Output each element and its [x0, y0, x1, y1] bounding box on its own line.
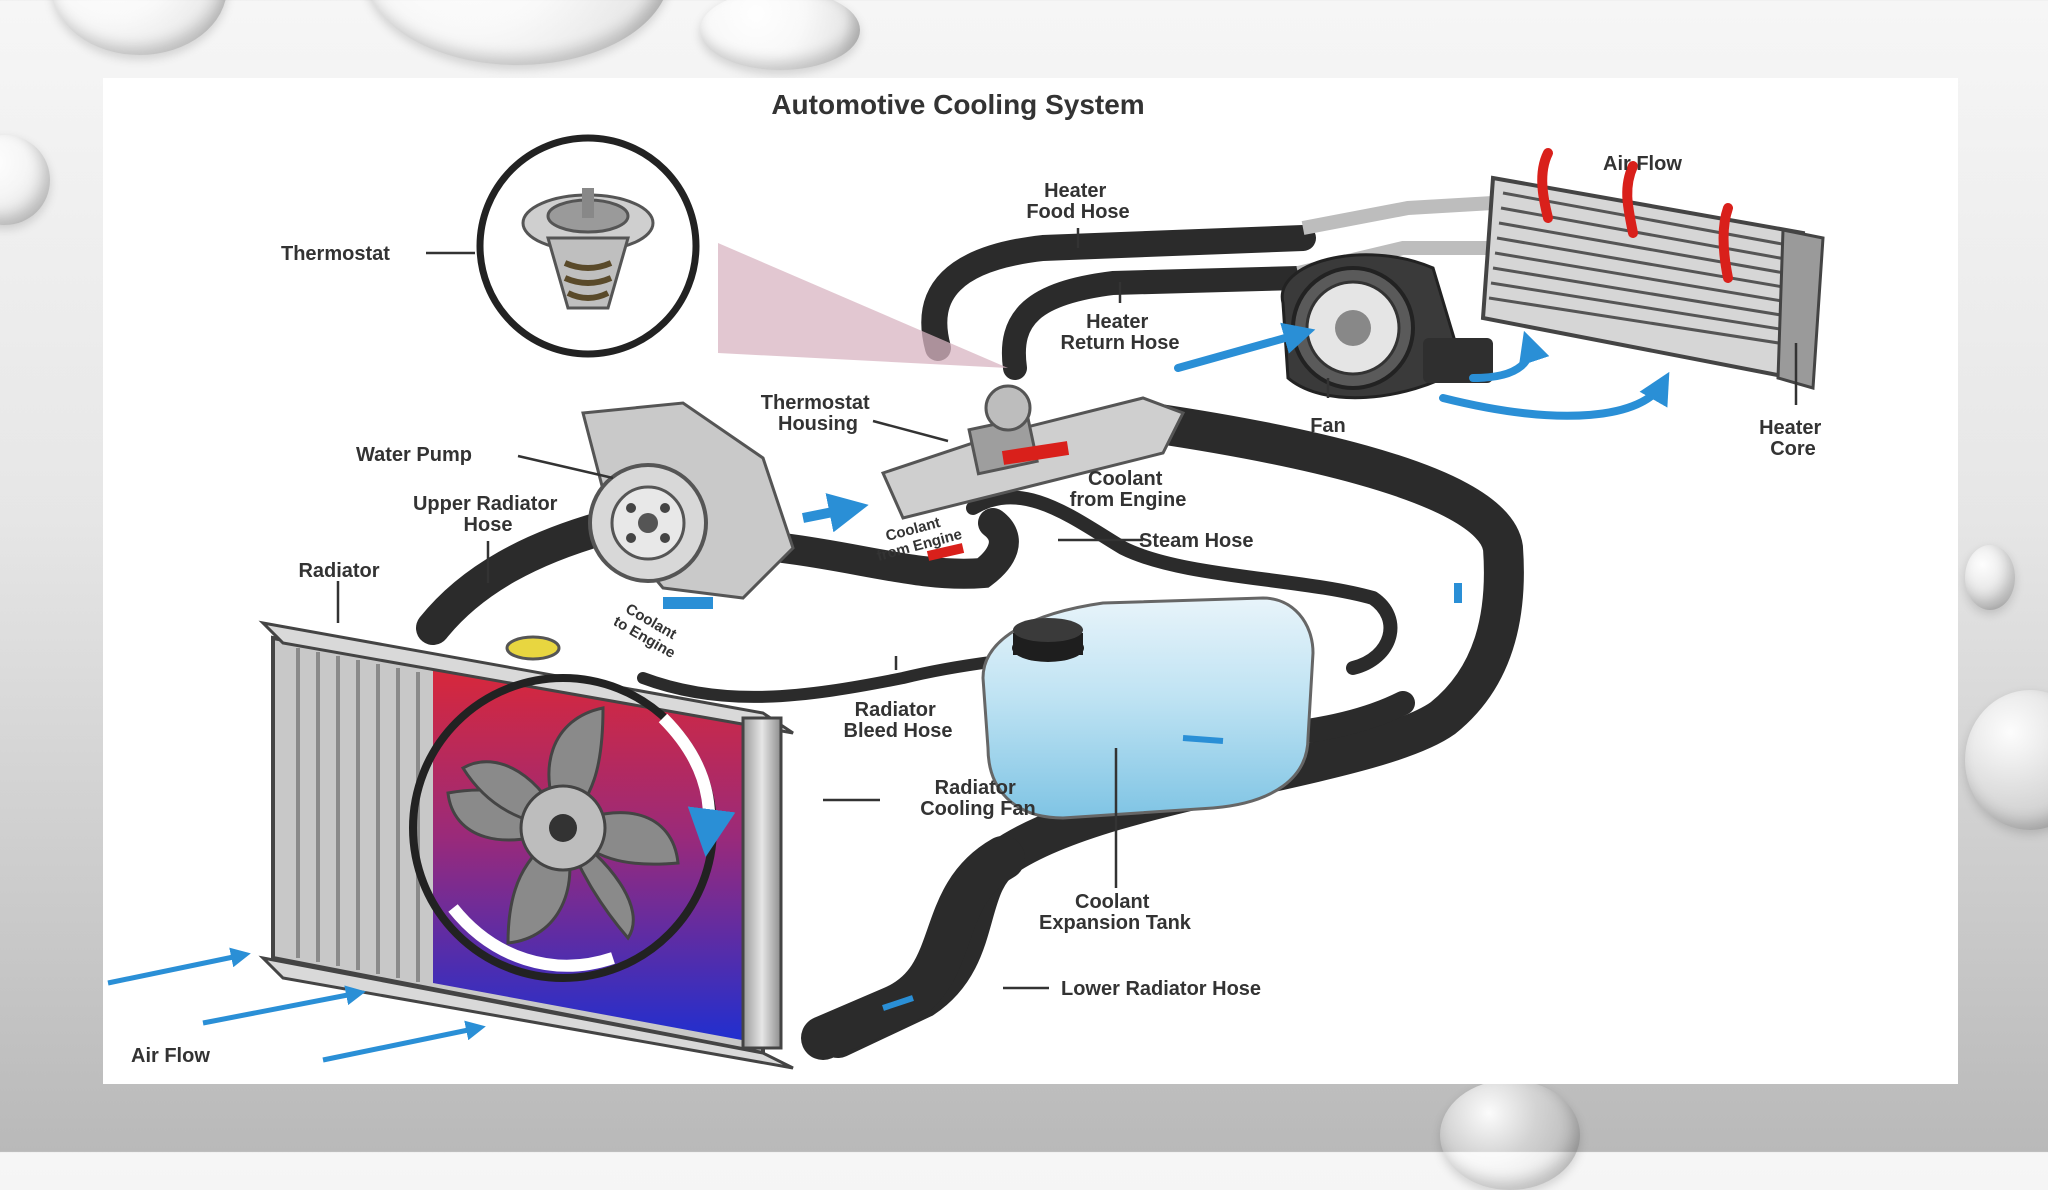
heater-airflow-arrows	[1174, 322, 1670, 420]
label-line: Return Hose	[1061, 332, 1180, 354]
label-line: Thermostat	[761, 392, 870, 414]
label-line: Heater	[1759, 417, 1821, 439]
coolant-expansion-tank	[981, 596, 1315, 820]
label-line: from Engine	[1070, 489, 1187, 511]
decorative-bubble	[1965, 690, 2048, 830]
decorative-bubble	[0, 135, 50, 225]
leader-lines	[336, 228, 1798, 990]
label-line: Upper Radiator	[413, 493, 558, 515]
decorative-bubble	[52, 0, 227, 55]
label-lower-radiator-hose: Lower Radiator Hose	[1061, 978, 1261, 1000]
label-water-pump: Water Pump	[356, 444, 472, 466]
water-pump	[581, 401, 795, 600]
heater-feed-hose	[921, 225, 1316, 361]
coolant-flow-arrows	[663, 441, 1462, 1011]
label-radiator: Radiator	[298, 560, 379, 582]
label-heater-core: Heater Core	[1759, 417, 1827, 460]
label-thermostat: Thermostat	[281, 243, 390, 265]
decorative-bubble	[1965, 545, 2015, 610]
label-fan: Fan	[1310, 415, 1346, 437]
label-heater-return-hose: Heater Return Hose	[1061, 311, 1180, 354]
label-radiator-cooling-fan: Radiator Cooling Fan	[920, 777, 1036, 820]
label-heater-feed-hose: Heater Food Hose	[1026, 180, 1129, 223]
label-line: Cooling Fan	[920, 798, 1036, 820]
thermostat-icon	[521, 188, 655, 310]
label-radiator-bleed-hose: Radiator Bleed Hose	[844, 699, 953, 742]
decorative-bubble	[365, 0, 670, 65]
diagram-title: Automotive Cooling System	[771, 89, 1144, 120]
heater-blower-fan	[1280, 253, 1493, 400]
heater-pipe	[1301, 196, 1494, 235]
radiator-cooling-fan	[409, 674, 736, 982]
decorative-bubble	[1440, 1080, 1580, 1190]
label-line: Bleed Hose	[844, 720, 953, 742]
label-steam-hose: Steam Hose	[1139, 530, 1254, 552]
cooling-system-diagram: Automotive Cooling System	[107, 89, 1827, 1070]
steam-hose	[966, 490, 1398, 675]
label-line: Housing	[778, 413, 858, 435]
thermostat-callout-cone	[718, 243, 1008, 368]
label-coolant-from-engine: Coolant from Engine	[1070, 468, 1187, 511]
label-line: Radiator	[935, 777, 1016, 799]
heater-return-hose	[1001, 266, 1310, 380]
label-upper-radiator-hose: Upper Radiator Hose	[413, 493, 563, 536]
decorative-bubble	[700, 0, 860, 70]
label-line: Core	[1770, 438, 1816, 460]
label-air-flow-bottom: Air Flow	[131, 1045, 210, 1067]
label-coolant-expansion-tank: Coolant Expansion Tank	[1039, 891, 1192, 934]
label-line: Coolant	[1075, 891, 1150, 913]
label-line: Heater	[1086, 311, 1148, 333]
heater-core	[1480, 175, 1825, 390]
label-air-flow-top: Air Flow	[1603, 153, 1682, 175]
air-flow-arrows-bottom	[107, 947, 486, 1063]
label-line: Radiator	[855, 699, 936, 721]
upper-radiator-hose	[416, 511, 620, 645]
label-line: Expansion Tank	[1039, 912, 1192, 934]
labels: Thermostat Heater Food Hose Heater Retur…	[131, 153, 1827, 1067]
air-flow-arrows-top	[1537, 148, 1733, 283]
label-line: Food Hose	[1026, 201, 1129, 223]
label-line: Hose	[464, 514, 513, 536]
label-line: Heater	[1044, 180, 1106, 202]
diagram-panel: Automotive Cooling System	[103, 78, 1958, 1084]
label-thermostat-housing: Thermostat Housing	[761, 392, 875, 435]
label-line: Coolant	[1088, 468, 1163, 490]
coolant-to-engine-hose	[768, 508, 1019, 589]
